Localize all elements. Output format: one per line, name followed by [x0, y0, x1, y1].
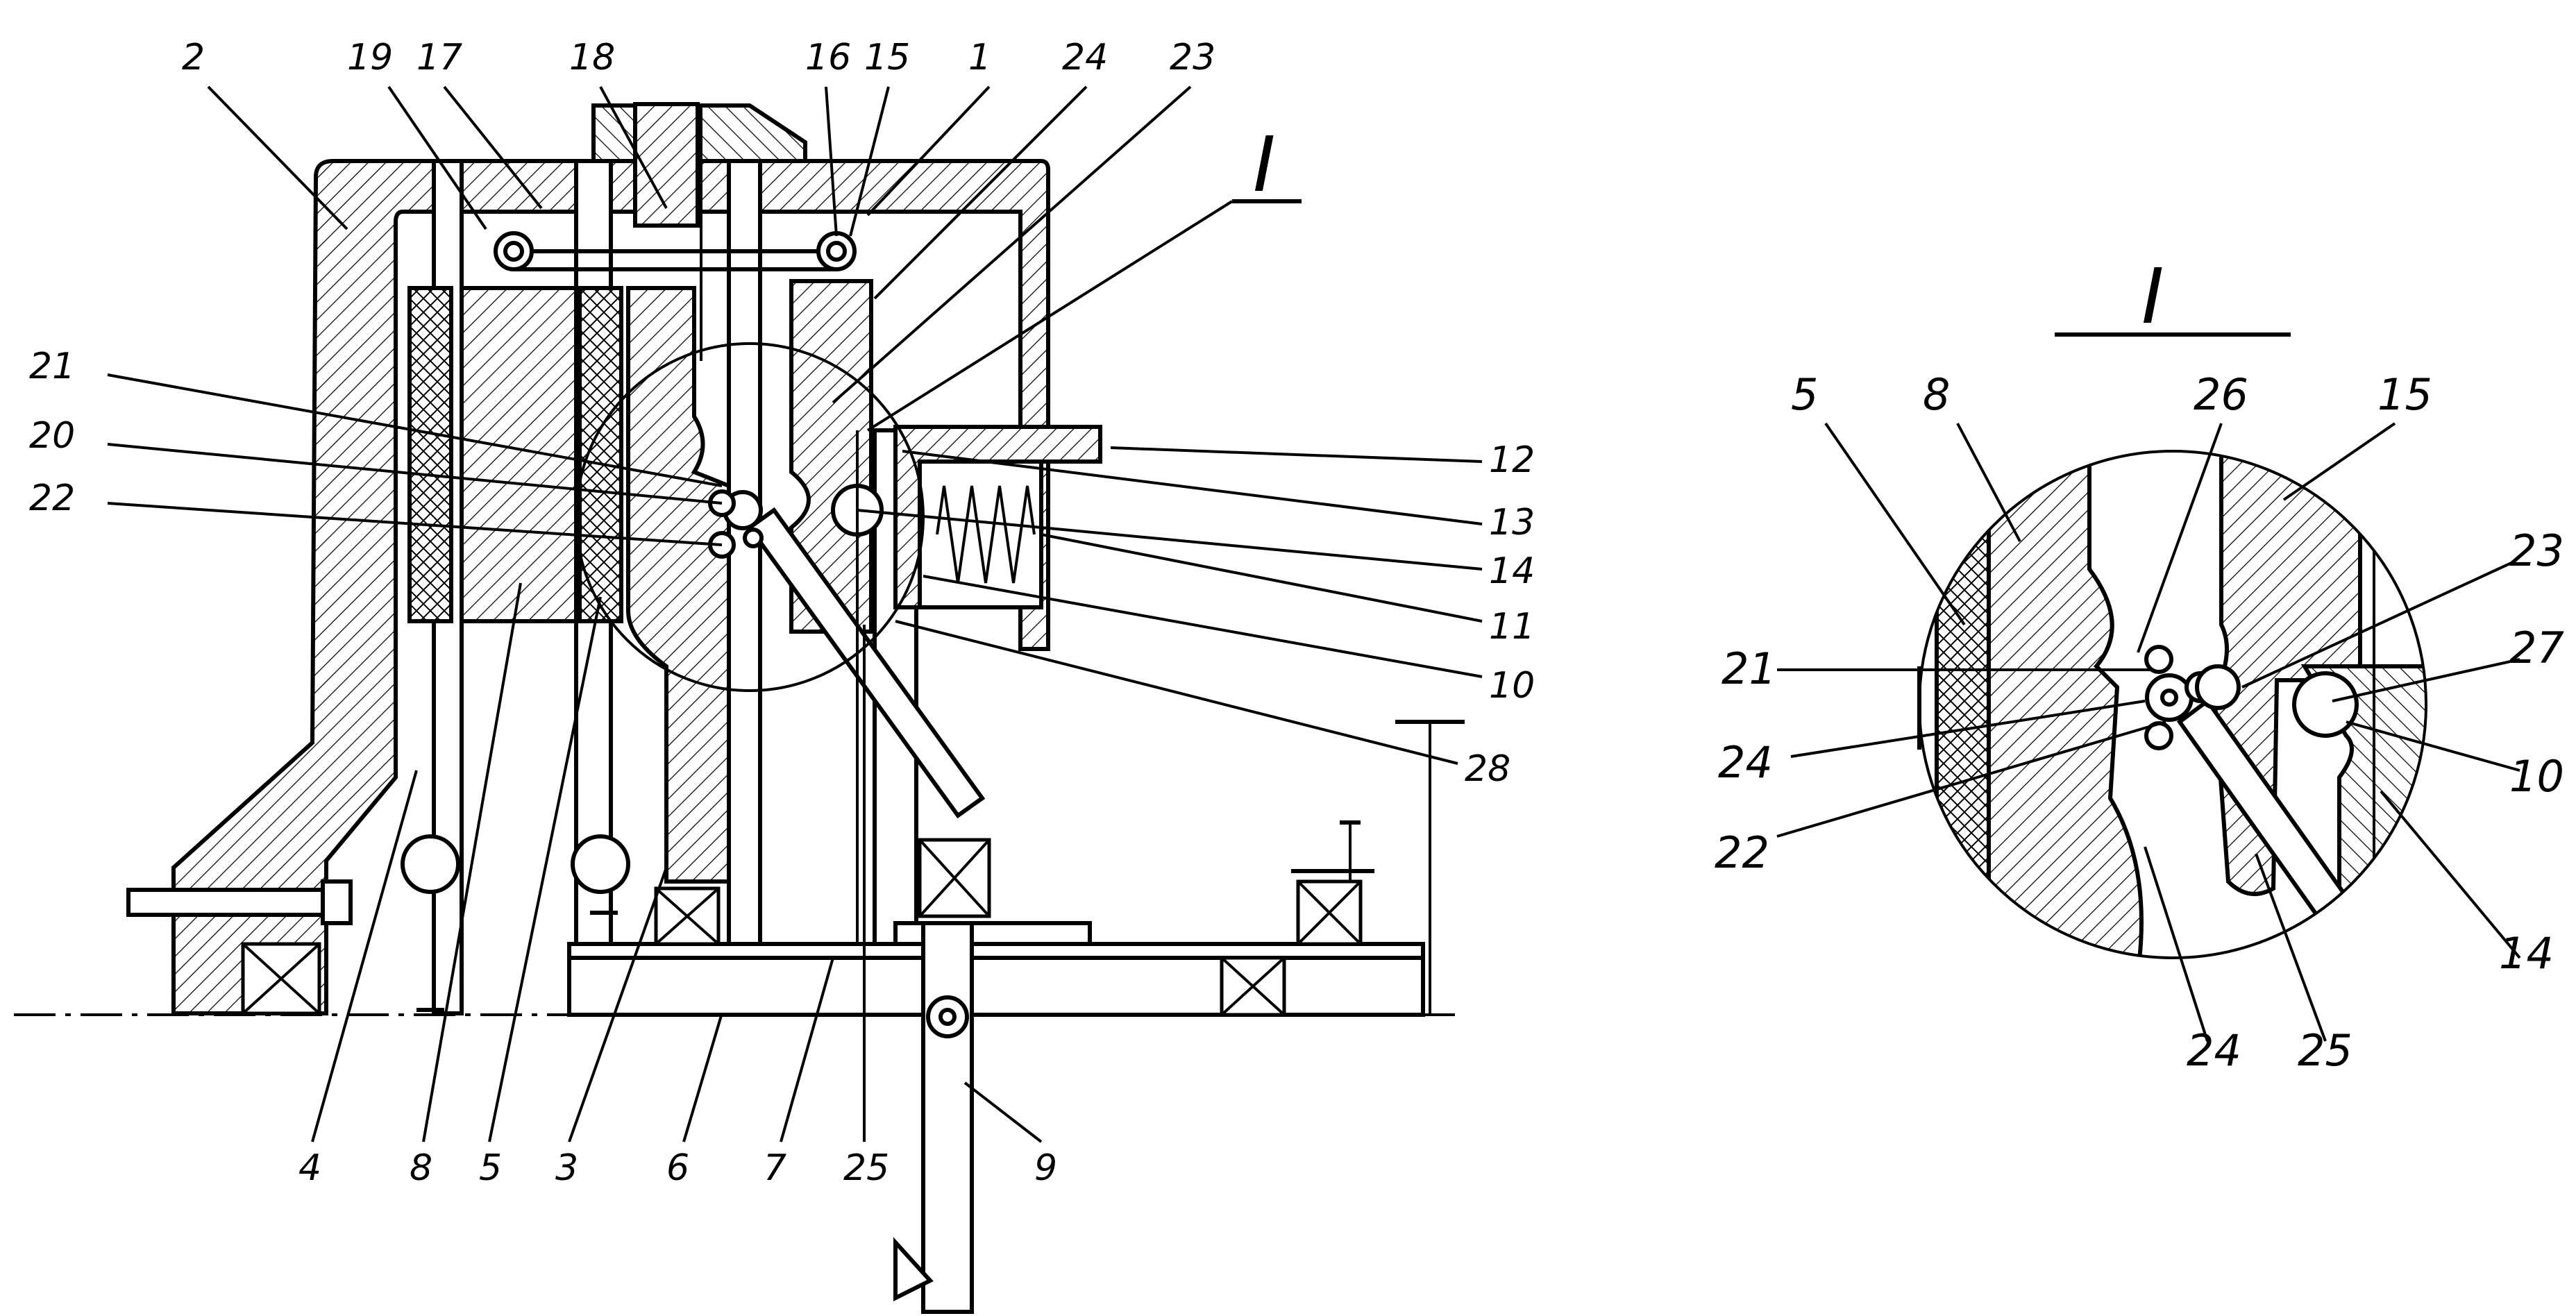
detail-label-8: 8: [1923, 369, 1950, 420]
label-24: 24: [1062, 37, 1108, 78]
label-12: 12: [1489, 439, 1535, 481]
detail-label-25: 25: [2298, 1025, 2352, 1076]
label-5: 5: [479, 1147, 502, 1189]
label-8: 8: [410, 1147, 432, 1189]
intermediate-disc-3: [626, 286, 731, 884]
detail-label-22: 22: [1715, 827, 1769, 878]
label-18: 18: [569, 37, 615, 78]
detail-label-24b: 24: [2187, 1025, 2241, 1076]
detail-title: I: [2141, 252, 2164, 341]
label-10: 10: [1489, 665, 1535, 707]
bearing-right1: [1220, 956, 1286, 1017]
detail-label-26: 26: [2194, 369, 2248, 420]
housing-part-2: [171, 159, 1050, 1015]
main-labels: 2 19 17 18 16 15 1 24 23 21 20 22 12 13 …: [29, 37, 1535, 1189]
detail-view-I: I: [1715, 252, 2564, 1076]
label-28: 28: [1465, 748, 1510, 790]
main-section-view: I: [14, 37, 1535, 1314]
friction-disc-4: [407, 286, 453, 623]
bearing-release: [918, 838, 991, 918]
label-22: 22: [29, 478, 75, 519]
detail-leader-lines: [1776, 422, 2521, 1042]
label-19: 19: [347, 37, 393, 78]
label-14: 14: [1489, 550, 1535, 592]
detail-label-10: 10: [2509, 751, 2564, 802]
label-2: 2: [182, 37, 205, 78]
detail-marker-text: I: [1253, 120, 1275, 209]
detail-label-27: 27: [2509, 623, 2564, 673]
detail-labels: 5 8 26 15 23 27 21 24 10 22 14 24 25: [1715, 369, 2564, 1076]
label-4: 4: [298, 1147, 321, 1189]
piston-part-15: [789, 279, 873, 634]
rod-28: [746, 507, 986, 819]
label-3: 3: [555, 1147, 578, 1189]
label-13: 13: [1489, 502, 1535, 543]
fork-lever-9: [921, 921, 974, 1314]
label-6: 6: [666, 1147, 689, 1189]
label-16: 16: [805, 37, 851, 78]
detail-label-23: 23: [2509, 525, 2564, 576]
detail-label-14: 14: [2499, 928, 2554, 979]
bearing-left: [241, 942, 321, 1015]
label-20: 20: [29, 415, 75, 457]
detail-label-24a: 24: [1718, 737, 1773, 788]
label-23: 23: [1170, 37, 1215, 78]
leader-lines: [107, 85, 1483, 1143]
label-11: 11: [1489, 606, 1535, 648]
label-7: 7: [764, 1147, 786, 1189]
detail-label-5: 5: [1791, 369, 1818, 420]
label-25: 25: [843, 1147, 889, 1189]
label-9: 9: [1034, 1147, 1057, 1189]
detail-label-21: 21: [1721, 643, 1776, 694]
label-1: 1: [968, 37, 991, 78]
label-17: 17: [416, 37, 462, 78]
pressure-disc-8: [460, 286, 578, 623]
label-21: 21: [29, 346, 75, 387]
bearing-right2: [1296, 879, 1363, 946]
bearing-mid: [654, 886, 721, 946]
label-15: 15: [864, 37, 910, 78]
shaft-6: [567, 942, 1425, 1017]
detail-label-15: 15: [2377, 369, 2432, 420]
bolt: [126, 888, 342, 917]
